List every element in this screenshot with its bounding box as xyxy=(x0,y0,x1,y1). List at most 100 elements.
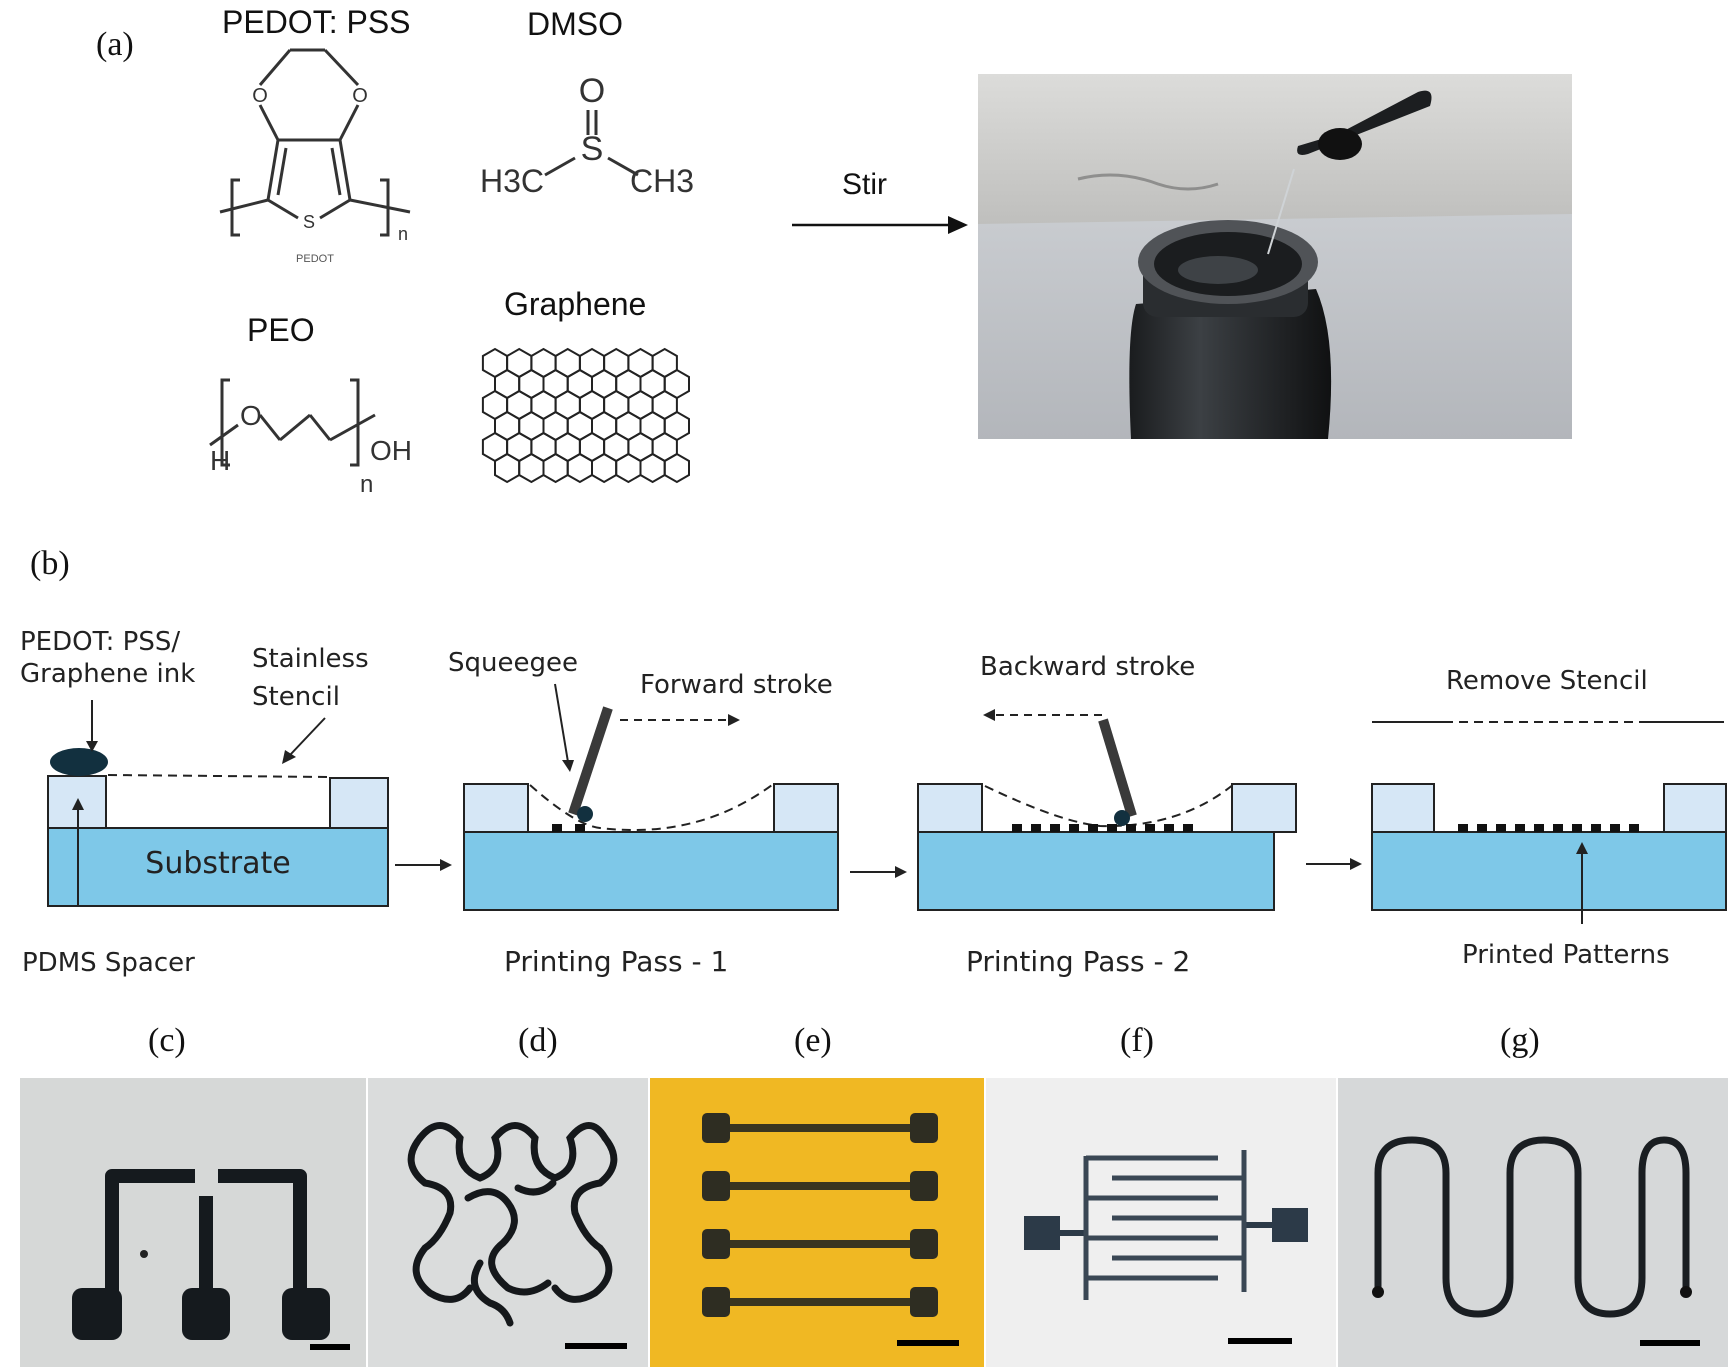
peo-n: n xyxy=(360,471,373,498)
printed-dot xyxy=(1183,824,1193,832)
pedot-caption: PEDOT xyxy=(296,253,334,265)
panel-d-label: (d) xyxy=(518,1022,558,1059)
printed-dot xyxy=(1572,824,1582,832)
squeegee-label: Squeegee xyxy=(448,648,578,678)
panel-b-label: (b) xyxy=(30,545,70,582)
spacer-3-left xyxy=(917,783,983,833)
printed-dot xyxy=(1477,824,1487,832)
dmso-title: DMSO xyxy=(527,6,623,42)
electrode-line xyxy=(720,1240,920,1248)
spacer-4-left xyxy=(1371,783,1435,833)
electrode-line xyxy=(720,1298,920,1306)
printed-dot xyxy=(1553,824,1563,832)
peo-h: H xyxy=(210,445,230,476)
scale-bar xyxy=(897,1340,959,1346)
stencil-pointer xyxy=(289,717,326,756)
printed-dot xyxy=(1050,824,1060,832)
pass-2-label: Printing Pass - 2 xyxy=(966,945,1191,978)
electrode-line xyxy=(720,1182,920,1190)
ink-label-line1: PEDOT: PSS/ xyxy=(20,627,181,657)
pedot-pss-title: PEDOT: PSS xyxy=(222,4,411,40)
photo-c-electrode-pattern xyxy=(20,1078,366,1367)
printed-dot xyxy=(1145,824,1155,832)
ink-droplet xyxy=(50,748,108,776)
substrate-2 xyxy=(463,831,839,911)
electrode-pad xyxy=(702,1171,730,1201)
photo-e-gold-line-electrodes xyxy=(650,1078,984,1367)
graphene-hexagon xyxy=(591,452,618,484)
graphene-hexagon xyxy=(494,452,521,484)
graphene-hexagon xyxy=(663,452,690,484)
printed-dot xyxy=(1610,824,1620,832)
pedot-n: n xyxy=(398,224,408,244)
dmso-right-methyl: CH3 xyxy=(630,163,694,199)
stencil-label: Stainless Stencil xyxy=(252,640,369,716)
printed-dot xyxy=(1088,824,1098,832)
pedot-structure: O O S n PEDOT xyxy=(219,48,411,265)
printed-dot xyxy=(1012,824,1022,832)
step-4-remove-stencil xyxy=(1371,721,1727,924)
graphene-structure xyxy=(481,347,690,484)
electrode-pad xyxy=(702,1229,730,1259)
stencil-dashed-2 xyxy=(529,781,777,831)
peo-oh: OH xyxy=(370,435,412,466)
graphene-hexagon xyxy=(566,452,593,484)
peo-title: PEO xyxy=(247,312,315,348)
spacer-4-right xyxy=(1663,783,1727,833)
electrode-pad xyxy=(910,1171,938,1201)
pedot-o-left: O xyxy=(252,85,268,107)
squeegee-2 xyxy=(568,706,613,816)
pedot-o-right: O xyxy=(352,85,368,107)
dmso-oxygen: O xyxy=(579,72,605,110)
printed-dot xyxy=(1591,824,1601,832)
photo-f-interdigitated-electrode xyxy=(986,1078,1336,1367)
electrode-pad xyxy=(702,1287,730,1317)
spacer-3-right xyxy=(1231,783,1297,833)
photo-g-meander-line xyxy=(1338,1078,1728,1367)
squeegee-3 xyxy=(1098,718,1137,818)
panel-c-label: (c) xyxy=(148,1022,186,1059)
printed-dot xyxy=(1534,824,1544,832)
panel-g-label: (g) xyxy=(1500,1022,1540,1059)
pedot-s: S xyxy=(303,212,315,232)
squeegee-pointer xyxy=(554,683,569,763)
electrode-line xyxy=(720,1124,920,1132)
pass-1-label: Printing Pass - 1 xyxy=(504,945,729,978)
step-3-backward-stroke xyxy=(917,709,1297,911)
step-2-forward-stroke xyxy=(463,683,839,911)
step-1-setup xyxy=(47,700,389,907)
printed-dot xyxy=(1629,824,1639,832)
spacer-1-right xyxy=(329,777,389,829)
panel-f-label: (f) xyxy=(1120,1022,1154,1059)
graphene-hexagon xyxy=(518,452,545,484)
printed-dot xyxy=(1107,824,1117,832)
stencil-label-line1: Stainless xyxy=(252,644,369,674)
graphene-hexagon xyxy=(542,452,569,484)
printed-dot xyxy=(1164,824,1174,832)
graphene-hexagon xyxy=(639,452,666,484)
graphene-hexagon xyxy=(615,452,642,484)
stir-arrow xyxy=(792,216,968,234)
dmso-structure: O S H3C CH3 xyxy=(480,72,694,199)
printed-dot xyxy=(1126,824,1136,832)
electrode-pad xyxy=(910,1113,938,1143)
electrode-pad xyxy=(910,1229,938,1259)
substrate-label: Substrate xyxy=(145,846,291,881)
printed-dot xyxy=(1496,824,1506,832)
ink-label-line2: Graphene ink xyxy=(20,659,196,689)
spacer-2-right xyxy=(773,783,839,833)
dmso-sulfur: S xyxy=(581,130,604,168)
stencil-printing-process-diagram xyxy=(47,683,1727,924)
stencil-dashed-3 xyxy=(984,783,1235,828)
ink-label: PEDOT: PSS/ Graphene ink xyxy=(20,626,195,690)
remove-stencil-label: Remove Stencil xyxy=(1446,666,1648,696)
panel-a-label: (a) xyxy=(96,26,134,63)
printed-dot xyxy=(1515,824,1525,832)
graphene-title: Graphene xyxy=(504,286,647,322)
ink-bottle-photo xyxy=(978,74,1572,439)
panel-e-label: (e) xyxy=(794,1022,832,1059)
spacer-2-left xyxy=(463,783,529,833)
electrode-pad xyxy=(702,1113,730,1143)
peo-o: O xyxy=(240,400,262,431)
printed-patterns-label: Printed Patterns xyxy=(1462,940,1670,970)
